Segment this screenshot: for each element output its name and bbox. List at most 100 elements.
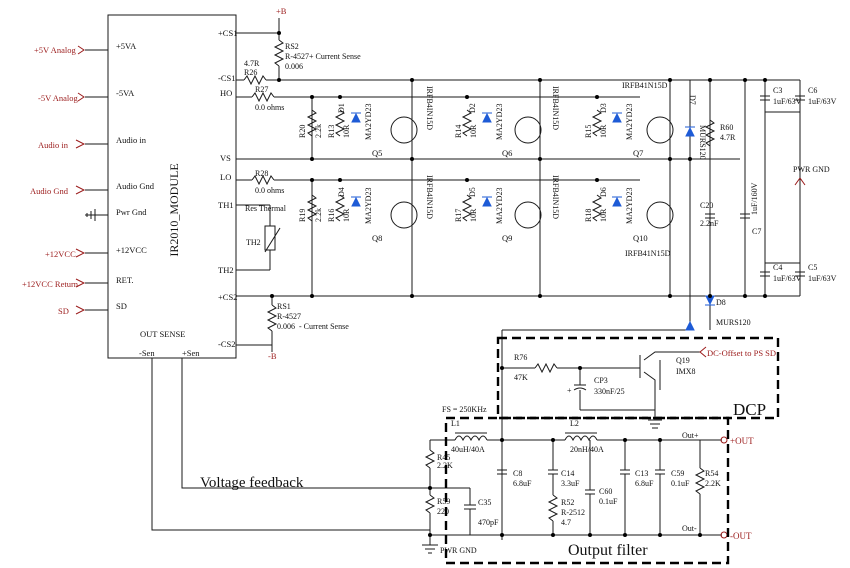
svg-text:R59: R59: [437, 497, 450, 506]
pin-plus-cs1: +CS1: [218, 28, 237, 38]
svg-text:R14: R14: [454, 125, 463, 138]
q8-label: Q8: [372, 233, 382, 243]
svg-text:4.7R: 4.7R: [720, 133, 736, 142]
output-filter-label: Output filter: [568, 542, 648, 559]
svg-text:R15: R15: [584, 125, 593, 138]
svg-text:R16: R16: [327, 209, 336, 222]
svg-text:C8: C8: [513, 469, 522, 478]
minus-b-label: -B: [268, 351, 277, 361]
svg-text:R28: R28: [255, 169, 268, 178]
svg-text:L1: L1: [451, 419, 460, 428]
svg-text:FS = 250KHz: FS = 250KHz: [442, 405, 487, 414]
svg-text:MURS120: MURS120: [716, 318, 751, 327]
svg-text:CP3: CP3: [594, 376, 608, 385]
svg-text:2.2k: 2.2k: [314, 124, 323, 138]
ir2010-module-box: [107, 14, 237, 359]
q5-label: Q5: [372, 148, 382, 158]
svg-text:C60: C60: [599, 487, 612, 496]
svg-text:R-4527+ Current Sense: R-4527+ Current Sense: [285, 52, 361, 61]
svg-text:R52: R52: [561, 498, 574, 507]
svg-text:R17: R17: [454, 209, 463, 222]
module-out-sense: OUT SENSE: [140, 329, 185, 339]
svg-text:C3: C3: [773, 86, 782, 95]
d4-type: MA2YD23: [364, 188, 373, 224]
pin-12vcc: +12VCC: [116, 245, 147, 255]
junction-dots: [270, 31, 767, 537]
d1-type: MA2YD23: [364, 104, 373, 140]
svg-text:R20: R20: [298, 125, 307, 138]
svg-text:RS1: RS1: [277, 302, 291, 311]
svg-text:1uF/63V: 1uF/63V: [773, 97, 802, 106]
svg-text:R76: R76: [514, 353, 527, 362]
q5-type: IRFB4IN15D: [425, 86, 434, 130]
pin-5va: +5VA: [116, 41, 137, 51]
svg-text:0.0 ohms: 0.0 ohms: [255, 186, 284, 195]
voltage-feedback-label: Voltage feedback: [200, 475, 304, 491]
pin-minus5va: -5VA: [116, 88, 135, 98]
svg-text:C6: C6: [808, 86, 817, 95]
svg-text:2.2K: 2.2K: [705, 479, 721, 488]
svg-text:2.2k: 2.2k: [314, 208, 323, 222]
svg-text:+: +: [567, 386, 572, 395]
port-sd: SD: [58, 305, 86, 316]
q6-label: Q6: [502, 148, 512, 158]
d2-label: D2: [468, 103, 477, 113]
d2-type: MA2YD23: [495, 104, 504, 140]
svg-text:C14: C14: [561, 469, 574, 478]
svg-text:1uF/160V: 1uF/160V: [750, 182, 759, 215]
plus-out-label: +OUT: [730, 436, 754, 446]
q6-type: IRFB4IN15D: [551, 86, 560, 130]
svg-text:+5V Analog: +5V Analog: [34, 45, 76, 55]
svg-text:Res Thermal: Res Thermal: [245, 204, 287, 213]
svg-text:470pF: 470pF: [478, 518, 499, 527]
svg-text:10R: 10R: [469, 124, 478, 138]
svg-text:1uF/63V: 1uF/63V: [773, 274, 802, 283]
port-5v-analog: +5V Analog: [34, 45, 85, 55]
svg-text:R26: R26: [244, 68, 257, 77]
d1-label: D1: [337, 103, 346, 113]
d6-label: D6: [599, 187, 608, 197]
svg-text:6.8uF: 6.8uF: [635, 479, 654, 488]
d6-type: MA2YD23: [625, 188, 634, 224]
minus-out-label: -OUT: [730, 531, 752, 541]
svg-text:330nF/25: 330nF/25: [594, 387, 625, 396]
svg-text:20nH/40A: 20nH/40A: [570, 445, 604, 454]
port-minus5v-analog: -5V Analog: [38, 92, 85, 103]
port-audio-in: Audio in: [38, 139, 86, 150]
pin-pwr-gnd: Pwr Gnd: [116, 207, 147, 217]
q7-label: Q7: [633, 148, 643, 158]
d4-label: D4: [337, 187, 346, 197]
module-left-pins: +5VA -5VA Audio in Audio Gnd Pwr Gnd +12…: [85, 41, 155, 311]
mosfets: Q5 Q6 Q7 Q8 Q9 Q10 IRFB4IN15D IRFB4IN15D…: [372, 81, 674, 258]
svg-text:D7: D7: [688, 95, 697, 105]
svg-text:40uH/40A: 40uH/40A: [451, 445, 485, 454]
svg-text:Out-: Out-: [682, 524, 697, 533]
port-12vcc: +12VCC: [45, 248, 86, 259]
svg-text:IMX8: IMX8: [676, 367, 696, 376]
d5-label: D5: [468, 187, 477, 197]
svg-text:1uF/63V: 1uF/63V: [808, 274, 837, 283]
d3-label: D3: [599, 103, 608, 113]
svg-text:C20: C20: [700, 201, 713, 210]
svg-text:0.1uF: 0.1uF: [671, 479, 690, 488]
pin-audio-gnd: Audio Gnd: [116, 181, 155, 191]
plus-b-label: +B: [276, 6, 287, 16]
svg-text:0.1uF: 0.1uF: [599, 497, 618, 506]
pin-th1: TH1: [218, 200, 234, 210]
svg-text:4.7: 4.7: [561, 518, 571, 527]
pin-th2: TH2: [218, 265, 234, 275]
svg-text:R45: R45: [437, 453, 450, 462]
port-audio-gnd: Audio Gnd: [30, 185, 86, 196]
svg-text:220: 220: [437, 507, 449, 516]
dc-offset-label: DC-Offset to PS SD: [707, 348, 776, 358]
svg-text:R54: R54: [705, 469, 718, 478]
svg-text:10R: 10R: [599, 208, 608, 222]
pin-ret: RET.: [116, 275, 134, 285]
svg-text:SD: SD: [58, 306, 69, 316]
svg-text:0.006: 0.006: [277, 322, 295, 331]
svg-text:R18: R18: [584, 209, 593, 222]
q10-label: Q10: [633, 233, 648, 243]
q8-type: IRFB4IN15D: [425, 175, 434, 219]
output-filter-box: [444, 416, 730, 565]
